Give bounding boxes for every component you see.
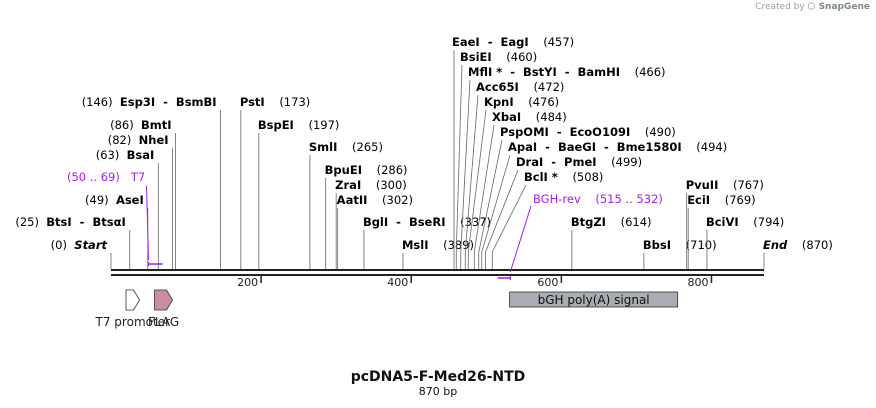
enzyme-site-mfli: MflI * - BstYI - BamHI (466) [460,65,666,269]
ruler-label: 600 [537,276,558,289]
enzyme-label: (49) AseI [85,193,144,207]
ruler-label: 200 [237,276,258,289]
enzyme-label: DraI - PmeI (499) [516,155,642,169]
enzyme-label: KpnI (476) [484,95,559,109]
enzyme-site-smli: SmlI (265) [309,140,383,269]
primer-label: BGH-rev (515 .. 532) [533,192,663,206]
enzyme-site-btsi: (25) BtsI - BtsαI [15,215,131,269]
enzyme-site-pvuii: PvuII (767) [686,178,764,269]
cut-site-line [467,109,487,269]
cut-site-line [464,94,479,269]
enzyme-site-pspomi: PspOMI - EcoO109I (490) [478,125,676,269]
cut-site-line [478,139,503,269]
enzyme-label: PvuII (767) [686,178,764,192]
enzyme-site-zrai: ZraI (300) [335,178,407,269]
enzyme-site-psti: PstI (173) [240,95,310,269]
enzyme-site-asei: (49) AseI [85,193,149,269]
cut-site-line [455,64,463,269]
enzyme-site-bsai: (63) BsaI [96,148,159,269]
enzyme-site-aatii: AatII (302) [337,193,413,269]
enzyme-label: BpuEI (286) [325,163,408,177]
credit-brand: SnapGene [818,2,870,12]
enzyme-label: MslI (389) [402,238,474,252]
enzyme-site-apai: ApaI - BaeGI - Bme1580I (494) [481,140,727,269]
enzyme-label: SmlI (265) [309,140,383,154]
backbone-bottom-strand [111,274,764,276]
feature-bgh-poly-a-signal: bGH poly(A) signal [509,291,679,308]
snapgene-credit: Created by ⬡ SnapGene [755,2,870,12]
enzyme-site-bpuei: BpuEI (286) [325,163,408,269]
enzyme-site-end: End (870) [763,238,833,269]
enzyme-label: ApaI - BaeGI - Bme1580I (494) [508,140,727,154]
feature-flag: FLAG [148,289,179,329]
enzyme-label: (146) Esp3I - BsmBI [82,95,217,109]
ruler-label: 800 [687,276,708,289]
credit-prefix: Created by [755,2,805,12]
enzyme-label: MflI * - BstYI - BamHI (466) [468,65,666,79]
enzyme-site-acc65i: Acc65I (472) [464,80,564,269]
enzyme-label: Acc65I (472) [476,80,564,94]
enzyme-label: BsiEI (460) [460,50,537,64]
primer-connector [146,185,150,261]
enzyme-site-bmti: (86) BmtI [110,118,176,269]
enzyme-label: (86) BmtI [110,118,171,132]
enzyme-site-bsiei: BsiEI (460) [455,50,537,269]
enzyme-label: EciI (769) [687,193,755,207]
feature-label: FLAG [148,315,179,329]
enzyme-site-ecii: EciI (769) [687,193,756,269]
enzyme-site-kpni: KpnI (476) [467,95,559,269]
enzyme-label: BtgZI (614) [571,215,652,229]
cut-site-line [473,124,495,269]
enzyme-site-bspei: BspEI (197) [258,118,340,269]
feature-box [509,291,679,308]
primer-connector [509,205,532,273]
cut-site-line [491,184,527,269]
primer-bgh-rev: BGH-rev (515 .. 532) [497,192,663,280]
enzyme-label: XbaI (484) [492,110,567,124]
enzyme-label: BciVI (794) [706,215,784,229]
enzyme-label: (0) Start [51,238,108,252]
enzyme-label: EaeI - EagI (457) [452,35,574,49]
feature-arrow [125,289,140,311]
feature-label: bGH poly(A) signal [538,293,650,307]
enzyme-site-drai: DraI - PmeI (499) [485,155,642,269]
primer-label: (50 .. 69) T7 [67,170,145,184]
enzyme-site-esp3i: (146) Esp3I - BsmBI [82,95,221,269]
enzyme-label: End (870) [763,238,833,252]
enzyme-label: BclI * (508) [524,170,603,184]
enzyme-site-bcivi: BciVI (794) [706,215,784,269]
enzyme-site-bbsi: BbsI (710) [643,238,717,269]
enzyme-site-eaei: EaeI - EagI (457) [452,35,574,269]
enzyme-site-start: (0) Start [51,238,112,269]
cut-site-line [460,79,471,269]
enzyme-label: (82) NheI [108,133,169,147]
plasmid-name: pcDNA5-F-Med26-NTD [350,369,526,385]
enzyme-label: PstI (173) [240,95,310,109]
enzyme-label: BbsI (710) [643,238,717,252]
primer-t7: (50 .. 69) T7 [67,170,163,266]
enzyme-site-btgzi: BtgZI (614) [571,215,652,269]
plasmid-size: 870 bp [418,385,458,398]
enzyme-site-msli: MslI (389) [402,238,474,269]
enzyme-site-xbai: XbaI (484) [473,110,567,269]
backbone-top-strand [111,269,764,271]
enzyme-label: PspOMI - EcoO109I (490) [500,125,676,139]
enzyme-site-nhei: (82) NheI [108,133,173,269]
snapgene-logo: ⬡ SnapGene [807,2,870,12]
feature-t7-promoter: T7 promoter [95,289,171,329]
feature-label: T7 promoter [95,315,171,329]
enzyme-label: ZraI (300) [335,178,407,192]
enzyme-label: (63) BsaI [96,148,155,162]
cut-site-line [481,154,511,269]
enzyme-label: AatII (302) [337,193,413,207]
enzyme-label: (25) BtsI - BtsαI [15,215,125,229]
cut-site-line [485,169,519,269]
ruler-label: 400 [387,276,408,289]
feature-arrow [154,289,174,311]
enzyme-label: BspEI (197) [258,118,340,132]
enzyme-site-bcli: BclI * (508) [491,170,603,269]
